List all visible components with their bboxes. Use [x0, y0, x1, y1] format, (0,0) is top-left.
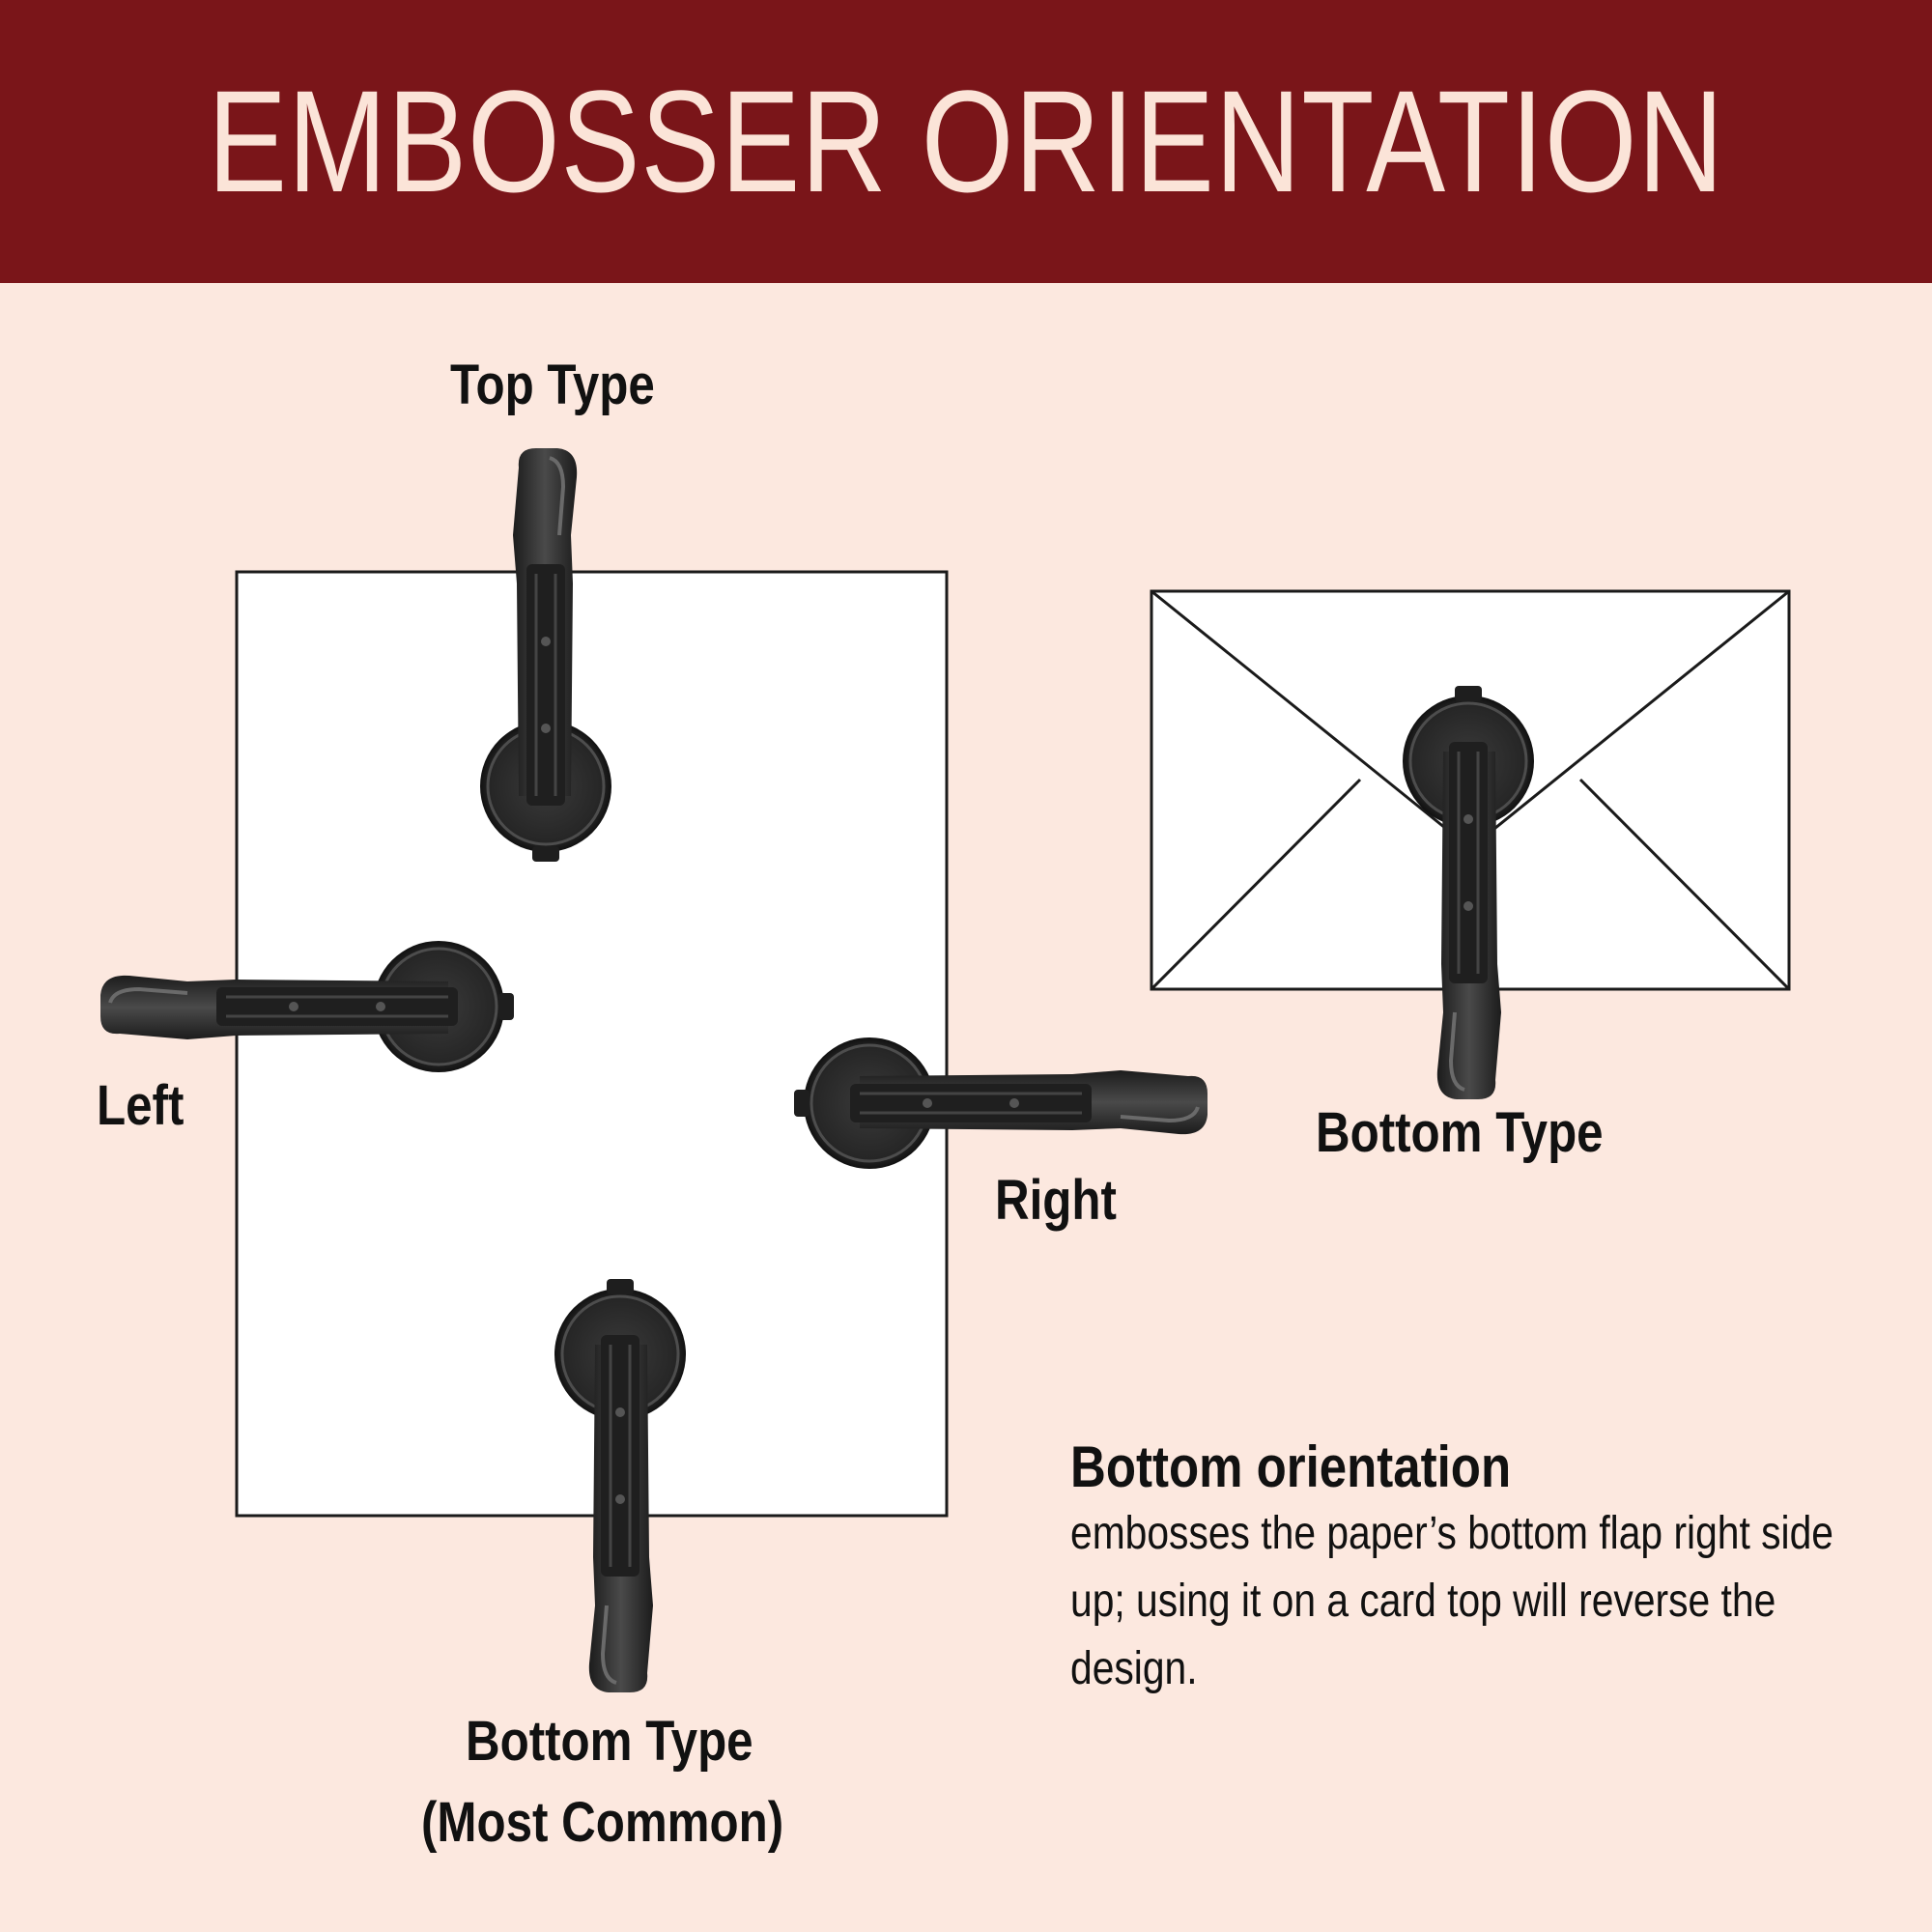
label-bottom-type-sub: (Most Common) — [421, 1791, 784, 1854]
label-top-type: Top Type — [450, 354, 655, 416]
label-bottom-type-main: Bottom Type — [466, 1710, 753, 1773]
label-bottom-type-envelope: Bottom Type — [1316, 1101, 1604, 1164]
note-title: Bottom orientation — [1070, 1435, 1512, 1499]
page-title: EMBOSSER ORIENTATION — [207, 60, 1724, 222]
orientation-note: Bottom orientation embosses the paper’s … — [1070, 1434, 1882, 1703]
header-bar: EMBOSSER ORIENTATION — [0, 0, 1932, 283]
label-right: Right — [995, 1169, 1117, 1232]
label-left: Left — [97, 1074, 185, 1137]
note-body: embosses the paper’s bottom flap right s… — [1070, 1508, 1834, 1694]
embosser-right-icon — [792, 1036, 1209, 1171]
